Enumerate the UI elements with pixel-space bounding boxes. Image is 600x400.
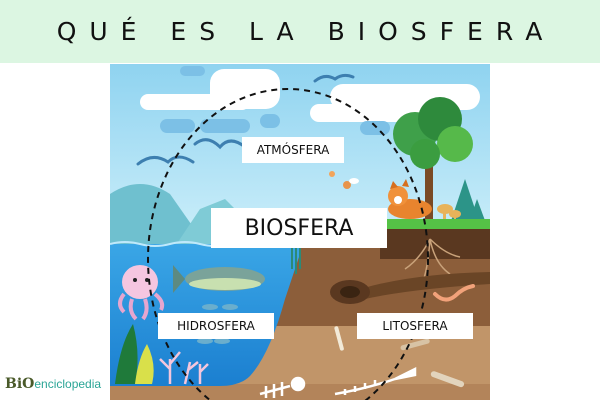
fish-skeleton-icon bbox=[259, 376, 306, 398]
grass bbox=[380, 219, 490, 231]
soil-icon bbox=[110, 229, 490, 400]
earthworm-icon bbox=[433, 284, 475, 302]
tree-icon bbox=[393, 97, 473, 244]
page-title: QUÉ ES LA BIOSFERA bbox=[56, 17, 556, 46]
small-fish-icon bbox=[197, 304, 238, 344]
lithosphere-label: LITOSFERA bbox=[357, 313, 473, 339]
logo-prefix: BiO bbox=[5, 376, 35, 392]
roots-icon bbox=[404, 238, 461, 285]
birds-icon bbox=[136, 73, 355, 166]
blue-clouds-icon bbox=[160, 66, 390, 135]
hydrosphere-label: HIDROSFERA bbox=[158, 313, 274, 339]
bioenciclopedia-logo: BiO enciclopedia bbox=[5, 376, 101, 392]
seaweed-icon bbox=[115, 324, 154, 384]
header-banner: QUÉ ES LA BIOSFERA bbox=[0, 0, 600, 63]
coral-icon bbox=[159, 351, 209, 385]
atmosphere-label: ATMÓSFERA bbox=[242, 137, 344, 163]
dinosaur-skeleton-icon bbox=[334, 366, 417, 396]
biosphere-label: BIOSFERA bbox=[211, 208, 387, 248]
mole-icon bbox=[330, 272, 490, 304]
biosphere-dashed-circle bbox=[147, 88, 429, 400]
bees-icon bbox=[329, 171, 359, 189]
fox-icon bbox=[388, 179, 432, 219]
tuna-fish-icon bbox=[173, 265, 265, 293]
logo-text: enciclopedia bbox=[34, 377, 102, 391]
